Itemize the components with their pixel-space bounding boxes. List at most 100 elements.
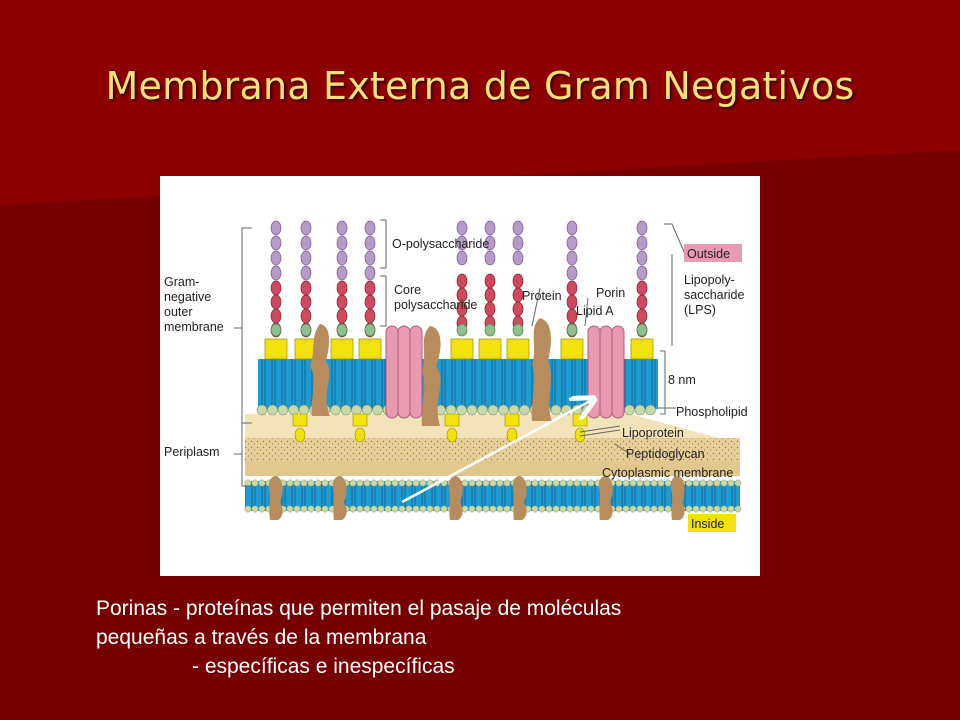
phospholipid-head	[307, 479, 315, 487]
phospholipid-head	[356, 505, 364, 513]
phospholipid-head	[475, 505, 483, 513]
core-sugar	[270, 294, 282, 310]
label-periplasm: Periplasm	[164, 445, 220, 459]
phospholipid-head	[298, 404, 310, 416]
lipoprotein-anchor	[446, 427, 458, 443]
o-antigen-sugar	[636, 220, 648, 236]
lps-molecule	[450, 220, 474, 360]
slide-title: Membrana Externa de Gram Negativos	[105, 64, 855, 108]
phospholipid-head	[629, 479, 637, 487]
core-sugar	[364, 294, 376, 310]
protein-shape-1	[310, 324, 330, 416]
core-sugar	[636, 294, 648, 310]
phospholipid-head	[445, 404, 457, 416]
lps-molecule	[358, 220, 382, 360]
phospholipid-head	[573, 479, 581, 487]
label-gram-negative: Gram- negative outer membrane	[164, 275, 224, 334]
o-antigen-sugar	[636, 250, 648, 266]
label-protein: Protein	[522, 289, 562, 303]
o-antigen-sugar	[270, 250, 282, 266]
phospholipid-head	[531, 505, 539, 513]
phospholipid-head	[538, 479, 546, 487]
core-sugar	[512, 273, 524, 289]
cytoplasmic-protein	[448, 476, 463, 520]
phospholipid-head	[580, 505, 588, 513]
o-antigen-sugar	[364, 250, 376, 266]
phospholipid-head	[566, 505, 574, 513]
o-antigen-sugar	[336, 250, 348, 266]
cytoplasmic-protein	[268, 476, 283, 520]
core-sugar	[270, 280, 282, 296]
phospholipid-head	[566, 479, 574, 487]
phospholipid-head	[615, 505, 623, 513]
core-sugar	[364, 308, 376, 324]
core-sugar	[270, 308, 282, 324]
phospholipid-head	[440, 505, 448, 513]
lipid-a-head	[330, 338, 354, 360]
lipid-a-sugar	[336, 323, 348, 337]
label-lipid-a: Lipid A	[576, 304, 614, 318]
core-sugar	[484, 301, 496, 317]
label-core-polysaccharide: Core polysaccharide	[394, 283, 477, 312]
label-lipoprotein: Lipoprotein	[622, 426, 684, 440]
phospholipid-head	[293, 505, 301, 513]
phospholipid-head	[531, 479, 539, 487]
phospholipid-head	[643, 479, 651, 487]
phospholipid-head	[391, 479, 399, 487]
phospholipid-head	[629, 505, 637, 513]
outer-membrane-diagram: Gram- negative outer membrane Periplasm …	[160, 176, 760, 576]
o-antigen-sugar	[336, 265, 348, 281]
phospholipid-head	[377, 479, 385, 487]
phospholipid-head	[713, 479, 721, 487]
lipid-a-head	[450, 338, 474, 360]
cytoplasmic-protein	[670, 476, 685, 520]
label-outside: Outside	[687, 247, 730, 261]
phospholipid-head	[340, 404, 352, 416]
phospholipid-head	[706, 479, 714, 487]
phospholipid-head	[363, 479, 371, 487]
phospholipid-head	[643, 505, 651, 513]
lipid-a-sugar	[270, 323, 282, 337]
phospholipid-head	[580, 479, 588, 487]
phospholipid-head	[559, 505, 567, 513]
phospholipid-head	[377, 505, 385, 513]
phospholipid-head	[321, 505, 329, 513]
lps-molecule	[478, 220, 502, 360]
core-sugar	[636, 308, 648, 324]
o-antigen-sugar	[566, 220, 578, 236]
phospholipid-head	[349, 479, 357, 487]
phospholipid-head	[426, 505, 434, 513]
phospholipid-head	[300, 479, 308, 487]
o-antigen-sugar	[512, 250, 524, 266]
phospholipid-head	[636, 479, 644, 487]
phospholipid-head	[545, 505, 553, 513]
o-antigen-sugar	[300, 235, 312, 251]
phospholipid-head	[477, 404, 488, 416]
phospholipid-head	[734, 479, 742, 487]
phospholipid-head	[370, 479, 378, 487]
phospholipid-head	[307, 505, 315, 513]
phospholipid-head	[288, 404, 299, 416]
slide-caption: Porinas - proteínas que permiten el pasa…	[96, 594, 916, 681]
phospholipid-head	[634, 404, 646, 416]
phospholipid-head	[538, 505, 546, 513]
membrane-proteins	[268, 318, 685, 520]
o-antigen-sugar	[566, 250, 578, 266]
phospholipid-head	[330, 404, 341, 416]
lipid-a-head	[358, 338, 382, 360]
core-sugar	[300, 294, 312, 310]
lipoprotein	[572, 413, 588, 427]
o-antigen-sugar	[270, 220, 282, 236]
o-antigen-sugar	[364, 235, 376, 251]
phospholipid-head	[503, 505, 511, 513]
phospholipid-head	[552, 479, 560, 487]
o-antigen-sugar	[364, 265, 376, 281]
lipoprotein	[292, 413, 308, 427]
phospholipid-head	[692, 479, 700, 487]
phospholipid-head	[398, 505, 406, 513]
phospholipid-head	[657, 479, 665, 487]
phospholipid-head	[650, 505, 658, 513]
label-cytoplasmic-membrane: Cytoplasmic membrane	[602, 466, 733, 480]
phospholipid-head	[384, 479, 392, 487]
lipid-a-sugar	[484, 323, 496, 337]
